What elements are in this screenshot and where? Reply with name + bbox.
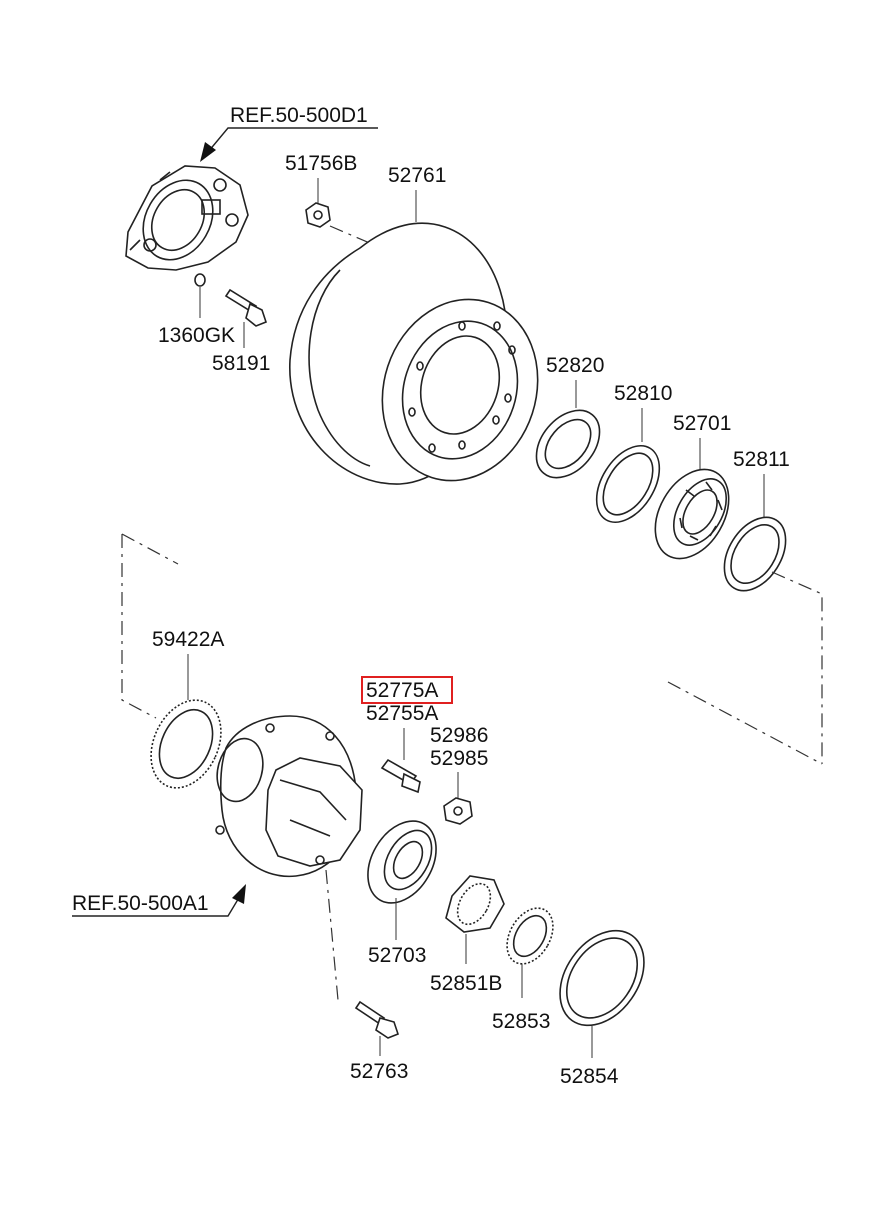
label-52775A: 52775A — [366, 679, 438, 702]
label-51756B: 51756B — [285, 152, 357, 175]
part-52775A[interactable]: 52775A — [361, 676, 453, 704]
label-52851B: 52851B — [430, 972, 502, 995]
part-52755A[interactable]: 52755A — [366, 702, 438, 794]
label-52701: 52701 — [673, 412, 731, 435]
label-52810: 52810 — [614, 382, 672, 405]
part-52854[interactable]: 52854 — [543, 915, 662, 1088]
backing-plate[interactable] — [125, 165, 249, 272]
centerline-frame — [121, 533, 823, 765]
part-52853[interactable]: 52853 — [492, 900, 562, 1033]
part-52820[interactable]: 52820 — [524, 354, 613, 490]
part-52701[interactable]: 52701 — [640, 412, 743, 572]
ref-top-callout: REF.50-500D1 — [200, 104, 378, 162]
part-52763[interactable]: 52763 — [325, 869, 408, 1083]
part-52986-52985[interactable]: 52986 52985 — [430, 724, 488, 825]
label-52811: 52811 — [733, 448, 790, 471]
label-52763: 52763 — [350, 1060, 408, 1083]
label-1360GK: 1360GK — [158, 324, 235, 347]
part-52703[interactable]: 52703 — [354, 809, 450, 967]
part-52810[interactable]: 52810 — [584, 382, 673, 533]
part-52761[interactable]: 52761 — [289, 164, 561, 501]
label-58191: 58191 — [212, 352, 270, 375]
part-52811[interactable]: 52811 — [712, 448, 798, 602]
ref-label-top: REF.50-500D1 — [230, 104, 368, 127]
part-1360GK[interactable]: 1360GK — [158, 273, 235, 347]
highlight-box — [361, 676, 453, 704]
label-52703: 52703 — [368, 944, 426, 967]
part-59422A[interactable]: 59422A — [138, 628, 235, 799]
part-58191[interactable]: 58191 — [212, 288, 270, 375]
label-52761: 52761 — [388, 164, 446, 187]
label-52985: 52985 — [430, 747, 488, 770]
part-51756B[interactable]: 51756B — [285, 152, 373, 245]
ref-label-bottom: REF.50-500A1 — [72, 892, 209, 915]
label-52854: 52854 — [560, 1065, 619, 1088]
label-52986: 52986 — [430, 724, 488, 747]
wheel-hub[interactable] — [210, 715, 363, 878]
label-52755A: 52755A — [366, 702, 438, 725]
label-52853: 52853 — [492, 1010, 550, 1033]
label-52820: 52820 — [546, 354, 604, 377]
part-52851B[interactable]: 52851B — [430, 875, 505, 995]
label-59422A: 59422A — [152, 628, 224, 651]
ref-bottom-callout: REF.50-500A1 — [72, 884, 246, 917]
